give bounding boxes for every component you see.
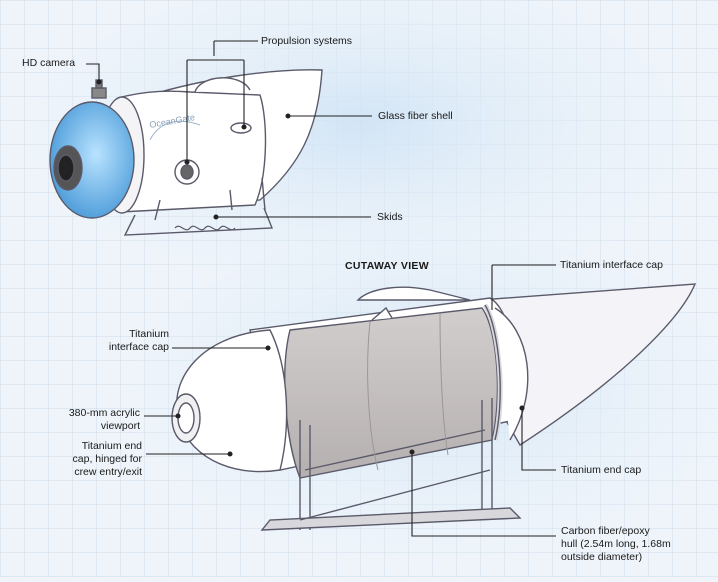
label-line: 380-mm acrylic — [68, 407, 140, 419]
label-propulsion-systems: Propulsion systems — [261, 35, 353, 47]
label-line: crew entry/exit — [74, 466, 142, 478]
label-interface-cap-left: Titanium interface cap — [109, 328, 169, 354]
top-submersible — [49, 69, 323, 236]
carbon-hull — [284, 307, 499, 479]
label-line: interface cap — [108, 341, 169, 353]
label-line: Titanium — [129, 328, 169, 340]
label-hull: Carbon fiber/epoxy hull (2.54m long, 1.6… — [561, 525, 671, 564]
label-acrylic-viewport: 380-mm acrylic viewport — [69, 407, 140, 433]
cutaway-submersible — [171, 283, 697, 531]
label-hd-camera: HD camera — [22, 57, 76, 69]
label-glass-fiber-shell: Glass fiber shell — [378, 110, 453, 122]
label-skids: Skids — [377, 211, 403, 223]
label-end-cap-left: Titanium end cap, hinged for crew entry/… — [73, 440, 142, 479]
label-line: Titanium end — [81, 440, 142, 452]
label-interface-cap-top: Titanium interface cap — [560, 259, 663, 271]
label-line: viewport — [100, 420, 140, 432]
label-line: cap, hinged for — [72, 453, 142, 465]
cutaway-leader-lines — [144, 264, 556, 537]
label-line: Carbon fiber/epoxy — [561, 525, 650, 537]
label-line: hull (2.54m long, 1.68m — [561, 538, 671, 550]
label-end-cap-right: Titanium end cap — [561, 464, 642, 476]
hd-camera-body — [91, 87, 107, 99]
top-leader-lines — [86, 40, 372, 220]
label-line: outside diameter) — [561, 551, 643, 563]
cutaway-heading: CUTAWAY VIEW — [345, 260, 429, 272]
